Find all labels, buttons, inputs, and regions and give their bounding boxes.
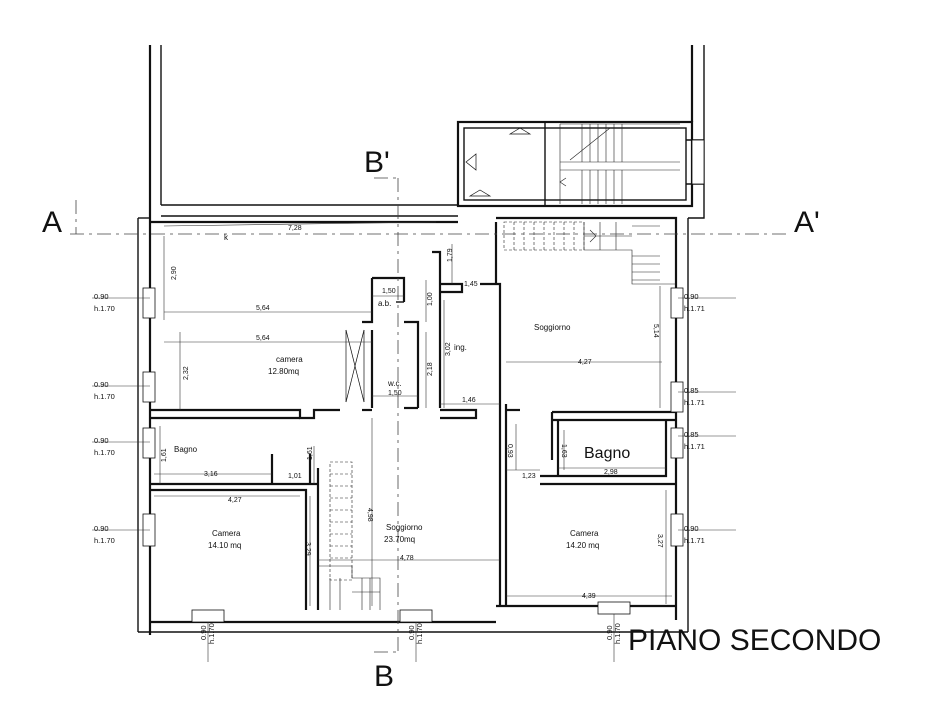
room-camera-sw-name: Camera (212, 529, 241, 538)
window-b1-height: h.1.70 (207, 623, 216, 644)
room-ab-name: a.b. (378, 299, 391, 308)
room-camera-sw-area: 14.10 mq (208, 541, 241, 550)
window-b2-height: h.1.70 (415, 623, 424, 644)
window-l4-height: h.1.70 (94, 536, 115, 545)
dim-3-16: 3,16 (204, 471, 218, 478)
window-b1-width: 0.90 (199, 625, 208, 640)
dim-1-63: 1,63 (560, 444, 567, 458)
dim-7-28: 7,28 (288, 225, 302, 232)
room-ing-name: ing. (454, 343, 467, 352)
apartment-walls (137, 122, 705, 633)
window-r3-height: h.1.71 (684, 442, 705, 451)
dim-4-27-a: 4,27 (578, 359, 592, 366)
window-r2-height: h.1.71 (684, 398, 705, 407)
window-r3-width: 0.85 (684, 430, 699, 439)
dim-2-32: 2,32 (183, 366, 190, 380)
section-lines (70, 177, 786, 653)
dim-2-90: 2,90 (171, 266, 178, 280)
dim-1-50-b: 1,50 (388, 390, 402, 397)
section-marker-a: A (42, 206, 62, 239)
dim-1-23: 1,23 (522, 473, 536, 480)
window-l3-height: h.1.70 (94, 448, 115, 457)
dim-1-45: 1,45 (464, 281, 478, 288)
dim-1-01: 1,01 (288, 473, 302, 480)
room-camera-se-name: Camera (570, 529, 599, 538)
dim-5-64-b: 5,64 (256, 335, 270, 342)
dim-5-64-a: 5,64 (256, 305, 270, 312)
window-r2-width: 0.85 (684, 386, 699, 395)
stair-lower (318, 461, 381, 610)
section-marker-b-prime: B' (364, 146, 390, 179)
window-r4-height: h.1.71 (684, 536, 705, 545)
dim-2-18: 2,18 (427, 362, 434, 376)
dim-3-27: 3,27 (656, 534, 663, 548)
dim-5-14: 5,14 (652, 324, 659, 338)
dim-3-02: 3,02 (445, 342, 452, 356)
dim-1-61-b: 1,61 (307, 446, 314, 460)
dim-1-79: 1,79 (447, 248, 454, 262)
window-l3-width: 0.90 (94, 436, 109, 445)
window-b3-width: 0.90 (605, 625, 614, 640)
window-l1-height: h.1.70 (94, 304, 115, 313)
room-soggiorno-ne-name: Soggiorno (534, 323, 571, 332)
stair-tower (456, 120, 704, 208)
section-marker-a-prime: A' (794, 206, 820, 239)
mark-k: k (224, 233, 229, 242)
room-bagno-e-name: Bagno (584, 445, 630, 462)
room-camera-nw-name: camera (276, 355, 303, 364)
room-soggiorno-s-area: 23.70mq (384, 535, 415, 544)
dim-1-50-a: 1,50 (382, 288, 396, 295)
dim-2-98: 2,98 (604, 469, 618, 476)
window-l1-width: 0.90 (94, 292, 109, 301)
dimension-lines (154, 221, 672, 606)
dim-1-00: 1,00 (427, 292, 434, 306)
section-marker-b: B (374, 660, 394, 693)
stair-tower-treads (559, 123, 680, 204)
window-l4-width: 0.90 (94, 524, 109, 533)
room-camera-se-area: 14.20 mq (566, 541, 599, 550)
dim-1-46: 1,46 (462, 397, 476, 404)
room-bagno-w-name: Bagno (174, 445, 198, 454)
page-title: PIANO SECONDO (628, 624, 881, 657)
window-r4-width: 0.90 (684, 524, 699, 533)
dim-4-27-b: 4,27 (228, 497, 242, 504)
window-r1-height: h.1.71 (684, 304, 705, 313)
window-l2-width: 0.90 (94, 380, 109, 389)
interior-walls (150, 222, 676, 610)
dim-4-78: 4,78 (400, 555, 414, 562)
window-r1-width: 0.90 (684, 292, 699, 301)
dim-4-98: 4,98 (366, 508, 373, 522)
window-b2-width: 0.90 (407, 625, 416, 640)
dim-1-61: 1,61 (161, 448, 168, 462)
closet-mark (345, 329, 365, 403)
stair-upper (503, 221, 676, 285)
dim-0-93: 0,93 (506, 444, 513, 458)
room-soggiorno-s-name: Soggiorno (386, 523, 423, 532)
window-b3-height: h.1.70 (613, 623, 622, 644)
room-wc-name: w.c. (387, 379, 402, 388)
dim-4-39: 4,39 (582, 593, 596, 600)
room-camera-nw-area: 12.80mq (268, 367, 299, 376)
window-leaders (92, 297, 736, 662)
window-l2-height: h.1.70 (94, 392, 115, 401)
dim-3-29: 3,29 (304, 542, 311, 556)
